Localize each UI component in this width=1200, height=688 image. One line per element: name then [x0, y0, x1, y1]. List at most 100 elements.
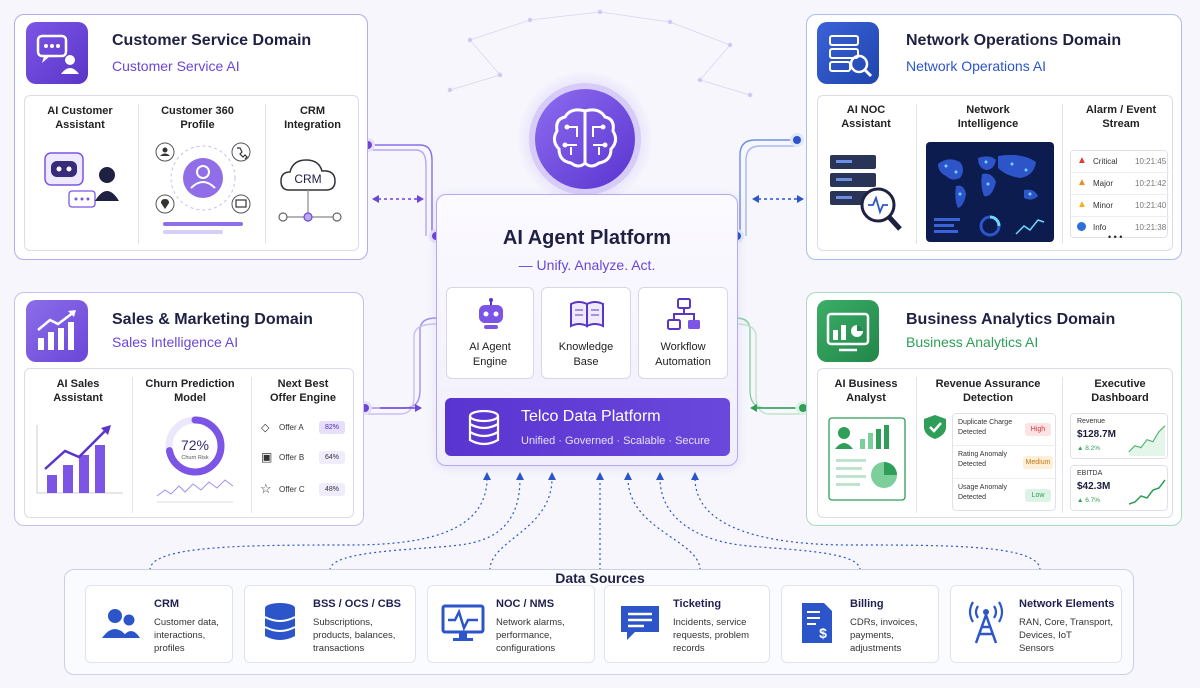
network-operations-title: Network Operations Domain — [906, 32, 1122, 49]
data-sources-title: Data Sources — [520, 570, 680, 586]
gift-icon: ▣ — [261, 450, 273, 464]
alarm-level: Major — [1093, 179, 1114, 188]
severity-badge: Low — [1025, 489, 1051, 502]
open-book-icon — [570, 301, 604, 328]
anomaly-label: Rating Anomaly Detected — [958, 451, 1008, 468]
telco-data-platform-bar[interactable]: Telco Data Platform Unified · Governed ·… — [445, 398, 730, 456]
anomaly-row[interactable]: Rating Anomaly Detected Medium — [953, 446, 1057, 479]
col-executive-dashboard: Executive Dashboard — [1091, 378, 1149, 404]
source-noc-nms[interactable]: NOC / NMS Network alarms, performance, c… — [427, 585, 595, 663]
severity-badge: Medium — [1023, 456, 1053, 469]
source-network-elements[interactable]: Network Elements RAN, Core, Transport, D… — [950, 585, 1122, 663]
business-analytics-subtitle: Business Analytics AI — [906, 334, 1039, 350]
customer-360-icon — [155, 142, 251, 234]
ebitda-sparkline — [1128, 479, 1166, 505]
source-crm[interactable]: CRM Customer data, interactions, profile… — [85, 585, 233, 663]
offer-score: 64% — [319, 451, 345, 464]
customer-service-subtitle: Customer Service AI — [112, 58, 240, 74]
col-crm-integration: CRM Integration — [284, 105, 341, 131]
cell-tower-icon — [968, 601, 1004, 644]
anomaly-row[interactable]: Usage Anomaly Detected Low — [953, 479, 1057, 512]
server-search-icon — [817, 22, 879, 84]
workflow-icon — [667, 298, 700, 330]
col-revenue-assurance-detection: Revenue Assurance Detection — [935, 378, 1041, 404]
sales-marketing-subtitle: Sales Intelligence AI — [112, 334, 239, 350]
source-desc: Network alarms, performance, configurati… — [496, 617, 565, 654]
business-analyst-report-icon — [828, 417, 906, 501]
source-desc: RAN, Core, Transport, Devices, IoT Senso… — [1019, 617, 1113, 654]
kpi-card-revenue[interactable]: Revenue $128.7M ▲ 8.2% — [1070, 413, 1168, 459]
alarm-time: 10:21:40 — [1135, 201, 1167, 210]
users-icon — [102, 609, 140, 638]
minor-warning-icon: ▲ — [1077, 199, 1087, 210]
crm-cloud-icon: CRM — [278, 159, 342, 222]
data-platform-title: Telco Data Platform — [521, 408, 661, 425]
anomaly-label: Duplicate Charge Detected — [958, 419, 1013, 436]
ai-agent-engine-tile[interactable]: AI Agent Engine — [446, 287, 534, 379]
shield-check-icon — [924, 415, 946, 439]
source-desc: Subscriptions, products, balances, trans… — [313, 617, 396, 654]
platform-title: AI Agent Platform — [502, 227, 672, 249]
col-customer-360-profile: Customer 360 Profile — [161, 105, 234, 131]
alarm-level: Critical — [1093, 157, 1118, 166]
alarm-level: Info — [1093, 223, 1107, 232]
critical-warning-icon: ▲ — [1077, 155, 1087, 166]
alarm-stream-list: ▲ Critical 10:21:45 ▲ Major 10:21:42 ▲ M… — [1070, 150, 1169, 239]
offer-row-b[interactable]: ▣ Offer B 64% — [257, 449, 351, 467]
sales-marketing-title: Sales & Marketing Domain — [112, 311, 313, 328]
network-world-map-icon — [926, 142, 1054, 242]
alarm-time: 10:21:45 — [1135, 157, 1167, 166]
tile-label: Knowledge Base — [558, 341, 614, 368]
tag-icon: ◇ — [261, 422, 270, 434]
offer-score: 82% — [319, 421, 345, 434]
source-ticketing[interactable]: Ticketing Incidents, service requests, p… — [604, 585, 770, 663]
churn-label: Churn Risk — [181, 455, 208, 461]
kpi-card-ebitda[interactable]: EBITDA $42.3M ▲ 6.7% — [1070, 465, 1168, 511]
source-desc: Customer data, interactions, profiles — [154, 617, 219, 654]
customer-service-panel: AI Customer Assistant Customer 360 Profi… — [24, 95, 359, 251]
noc-server-icon — [830, 155, 902, 231]
source-title: BSS / OCS / CBS — [313, 598, 402, 610]
alarm-time: 10:21:38 — [1135, 223, 1167, 232]
database-stack-icon — [264, 603, 296, 640]
alarm-row-critical[interactable]: ▲ Critical 10:21:45 — [1071, 151, 1169, 173]
analytics-dashboard-icon — [817, 300, 879, 362]
ai-agent-platform-card: AI Agent Platform — Unify. Analyze. Act.… — [436, 194, 738, 466]
alarm-row-info[interactable]: Info 10:21:38 — [1071, 217, 1169, 239]
source-billing[interactable]: $ Billing CDRs, invoices, payments, adju… — [781, 585, 939, 663]
offer-row-c[interactable]: ☆ Offer C 48% — [257, 481, 351, 499]
offer-score: 48% — [319, 483, 345, 496]
offer-name: Offer B — [279, 453, 305, 462]
alarm-row-minor[interactable]: ▲ Minor 10:21:40 — [1071, 195, 1169, 217]
svg-text:$: $ — [819, 625, 827, 641]
source-desc: Incidents, service requests, problem rec… — [673, 617, 750, 654]
data-platform-sub: Unified · Governed · Scalable · Secure — [521, 435, 710, 447]
brain-ai-core — [518, 72, 652, 206]
ticket-chat-icon — [621, 606, 659, 640]
col-alarm-event-stream: Alarm / Event Stream — [1085, 104, 1157, 130]
workflow-automation-tile[interactable]: Workflow Automation — [638, 287, 728, 379]
col-ai-noc-assistant: AI NOC Assistant — [841, 104, 891, 130]
revenue-anomaly-list: Duplicate Charge Detected High Rating An… — [952, 413, 1057, 512]
offer-row-a[interactable]: ◇ Offer A 82% — [257, 419, 351, 437]
knowledge-base-tile[interactable]: Knowledge Base — [541, 287, 631, 379]
more-alarms-indicator[interactable]: • • • — [1108, 232, 1123, 242]
sales-marketing-domain-card: Sales & Marketing Domain Sales Intellige… — [14, 292, 364, 526]
source-desc: CDRs, invoices, payments, adjustments — [850, 617, 918, 654]
customer-service-title: Customer Service Domain — [112, 32, 312, 49]
offer-name: Offer A — [279, 423, 304, 432]
anomaly-row[interactable]: Duplicate Charge Detected High — [953, 414, 1057, 446]
source-bss-ocs-cbs[interactable]: BSS / OCS / CBS Subscriptions, products,… — [244, 585, 416, 663]
source-title: Network Elements — [1019, 598, 1115, 610]
network-operations-subtitle: Network Operations AI — [906, 58, 1047, 74]
sales-bar-chart-icon — [36, 425, 123, 494]
col-next-best-offer-engine: Next Best Offer Engine — [269, 378, 336, 404]
major-warning-icon: ▲ — [1077, 177, 1087, 188]
chatbot-assistant-icon — [44, 152, 119, 208]
star-icon: ☆ — [260, 481, 272, 496]
chat-support-icon — [26, 22, 88, 84]
platform-tagline: — Unify. Analyze. Act. — [518, 257, 656, 273]
alarm-row-major[interactable]: ▲ Major 10:21:42 — [1071, 173, 1169, 195]
customer-service-domain-card: Customer Service Domain Customer Service… — [14, 14, 368, 260]
